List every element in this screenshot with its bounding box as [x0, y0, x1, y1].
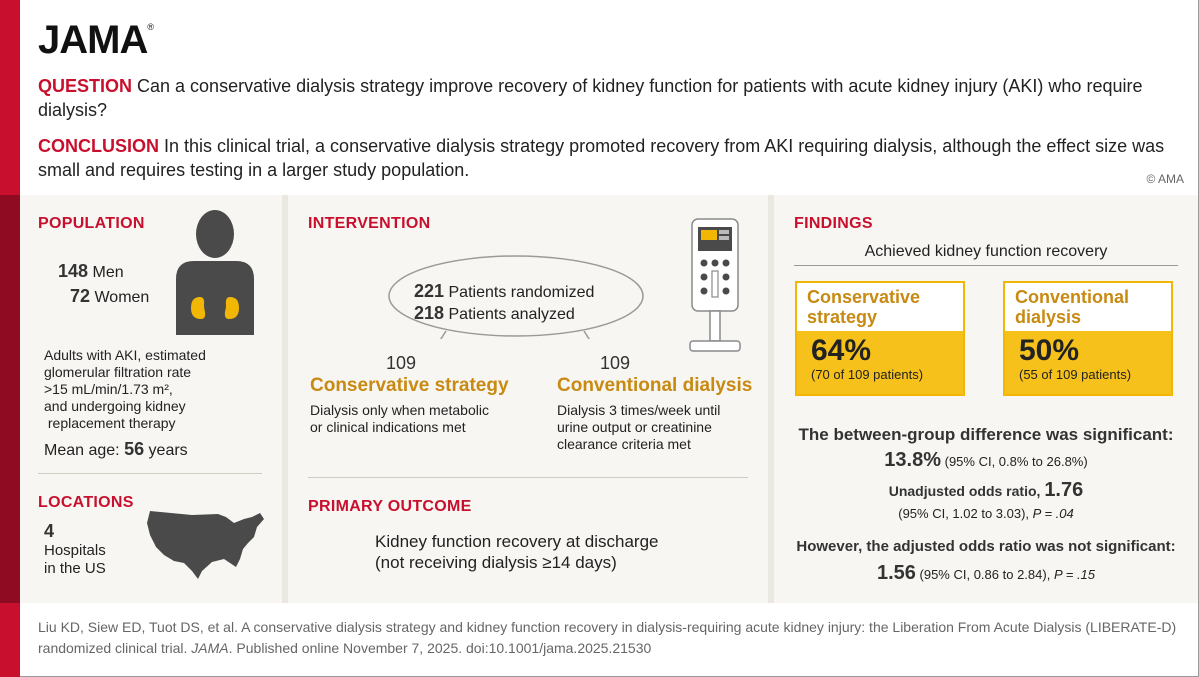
- men-count: 148 Men: [58, 261, 124, 281]
- randomized-count: 221 Patients randomized: [414, 281, 595, 301]
- unadjusted-odds-ratio: Unadjusted odds ratio, 1.76: [888, 479, 1084, 501]
- conclusion: CONCLUSION In this clinical trial, a con…: [38, 136, 1165, 180]
- arm2-description: Dialysis 3 times/week until urine output…: [557, 402, 721, 452]
- mean-age: Mean age: 56 years: [44, 439, 188, 459]
- arm2-n: 109: [600, 353, 631, 373]
- findings-subtitle: Achieved kidney function recovery: [864, 243, 1108, 260]
- person-icon: [176, 210, 254, 335]
- primary-outcome-title: PRIMARY OUTCOME: [308, 498, 472, 515]
- header: JAMA® QUESTION Can a conservative dialys…: [20, 0, 1198, 195]
- population-title: POPULATION: [38, 215, 145, 232]
- copyright: © AMA: [1146, 172, 1184, 186]
- population-panel: POPULATION 148 Men 72 Women Adults with …: [20, 195, 282, 603]
- content-area: POPULATION 148 Men 72 Women Adults with …: [20, 195, 1198, 603]
- analyzed-count: 218 Patients analyzed: [414, 303, 575, 323]
- unadjusted-ci: (95% CI, 1.02 to 3.03), P = .04: [898, 506, 1074, 521]
- adjusted-odds-ratio: 1.56 (95% CI, 0.86 to 2.84), P = .15: [876, 562, 1096, 584]
- intervention-panel: INTERVENTION 221 Patients randomized 218…: [288, 195, 768, 603]
- left-accent-bar: [0, 0, 20, 677]
- arm1-n: 109: [386, 353, 417, 373]
- divider: [308, 477, 748, 478]
- footer: Liu KD, Siew ED, Tuot DS, et al. A conse…: [20, 603, 1198, 676]
- citation: Liu KD, Siew ED, Tuot DS, et al. A conse…: [38, 619, 1177, 656]
- difference-heading: The between-group difference was signifi…: [798, 425, 1174, 444]
- question: QUESTION Can a conservative dialysis str…: [38, 76, 1143, 120]
- us-map-icon: [147, 511, 264, 579]
- primary-outcome-text: Kidney function recovery at discharge (n…: [375, 532, 659, 572]
- dialysis-machine-icon: [689, 218, 741, 352]
- divider: [38, 473, 262, 474]
- findings-title: FINDINGS: [794, 215, 873, 232]
- arm1-description: Dialysis only when metabolic or clinical…: [310, 402, 489, 435]
- divider: [794, 265, 1178, 266]
- women-count: 72 Women: [70, 286, 150, 306]
- jama-logo: JAMA®: [38, 18, 154, 62]
- intervention-title: INTERVENTION: [308, 215, 431, 232]
- eligibility-criteria: Adults with AKI, estimated glomerular fi…: [44, 347, 206, 431]
- findings-panel: FINDINGS Achieved kidney function recove…: [774, 195, 1198, 603]
- difference-value: 13.8% (95% CI, 0.8% to 26.8%): [884, 449, 1088, 471]
- enrollment-ellipse: [388, 255, 644, 339]
- locations-title: LOCATIONS: [38, 494, 134, 511]
- arm1-name: Conservative strategy: [310, 375, 509, 396]
- arm2-name: Conventional dialysis: [557, 375, 753, 396]
- locations-count: 4 Hospitals in the US: [44, 521, 106, 577]
- adjusted-heading: However, the adjusted odds ratio was not…: [796, 538, 1176, 555]
